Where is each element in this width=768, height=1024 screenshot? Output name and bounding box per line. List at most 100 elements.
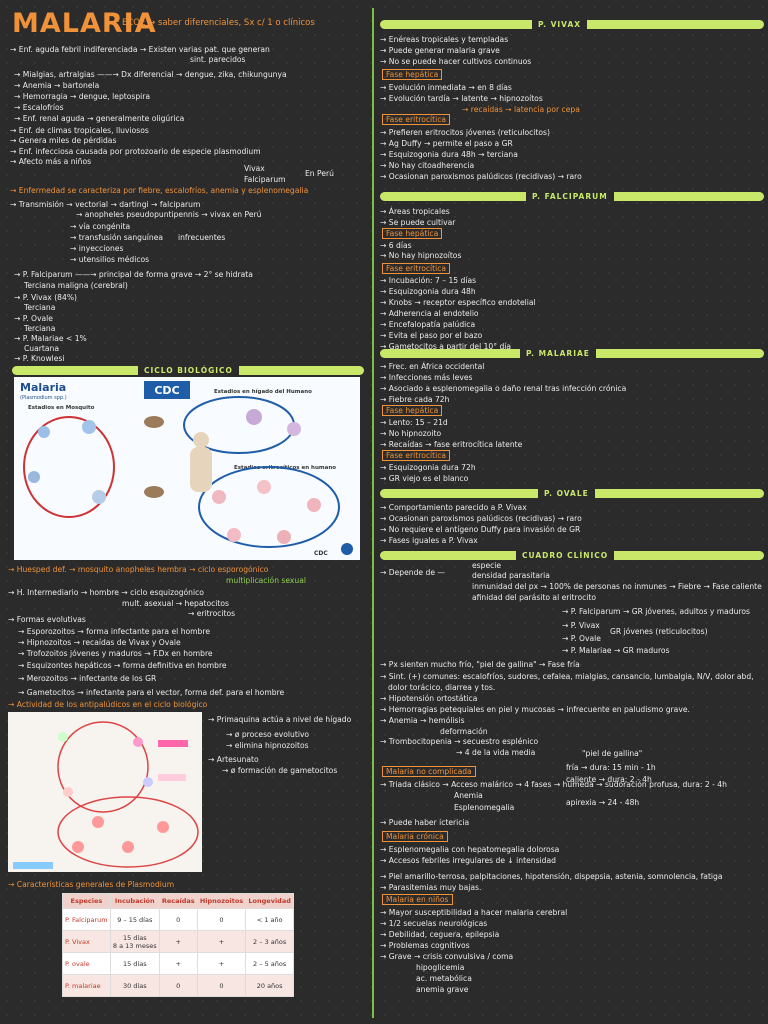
- section-falciparum: P. FALCIPARUM: [380, 192, 764, 201]
- malariae-phase: Fase hepática: [382, 405, 443, 416]
- cuadro-line: → 4 de la vida media: [456, 748, 536, 757]
- transmision-line: → Transmisión → vectorial → dartingi → f…: [10, 200, 201, 209]
- section-ovale: P. OVALE: [380, 489, 764, 498]
- table-header: Recaídas: [158, 893, 198, 909]
- table-cell: 0: [158, 908, 198, 931]
- vivax-line: → No se puede hacer cultivos continuos: [380, 57, 532, 66]
- table-cell: P. Falciparum: [62, 908, 111, 931]
- intro-line: → Enf. aguda febril indiferenciada → Exi…: [10, 45, 270, 54]
- especie-line: → P. Ovale: [14, 314, 53, 323]
- falciparum-line: → Se puede cultivar: [380, 218, 456, 227]
- transmision-line: → vía congénita: [70, 222, 131, 231]
- ciclo-subtitle: (Plasmodium spp.): [20, 395, 67, 401]
- cuadro-line: GR jóvenes (reticulocitos): [610, 627, 708, 636]
- section-vivax: P. VIVAX: [380, 20, 764, 29]
- especie-line: → P. Falciparum ——→ principal de forma g…: [14, 270, 253, 279]
- cuadro-line: → 1/2 secuelas neurológicas: [380, 919, 488, 928]
- cuadro-line: deformación: [440, 727, 488, 736]
- ciclo-note: multiplicación sexual: [226, 576, 306, 585]
- malariae-line: → Asociado a esplenomegalia o daño renal…: [380, 384, 627, 393]
- plasmodium-table: Especies Incubación Recaídas Hipnozoitos…: [62, 893, 294, 997]
- malariae-line: → Lento: 15 – 21d: [380, 418, 448, 427]
- table-cell: P. ovale: [62, 952, 111, 975]
- ciclo-note: → Gametocitos → infectante para el vecto…: [18, 688, 285, 697]
- ciclo-note: → H. Intermediario → hombre → ciclo esqu…: [8, 588, 204, 597]
- malariae-line: → Infecciones más leves: [380, 373, 473, 382]
- table-cell: 2 – 3 años: [245, 930, 294, 953]
- transmision-line: infrecuentes: [178, 233, 226, 242]
- table-cell: 30 días: [109, 974, 160, 997]
- ovale-line: → Fases iguales a P. Vivax: [380, 536, 478, 545]
- cuadro-line: densidad parasitaria: [472, 571, 550, 580]
- cuadro-line: → P. Vivax: [562, 621, 600, 630]
- cuadro-line: → P. Falciparum → GR jóvenes, adultos y …: [562, 607, 751, 616]
- cuadro-line: → Puede haber ictericia: [380, 818, 470, 827]
- transmision-line: → anopheles pseudopuntipennis → vivax en…: [76, 210, 262, 219]
- cuadro-line: → Piel amarillo-terrosa, palpitaciones, …: [380, 872, 723, 881]
- table-cell: P. malariae: [62, 974, 111, 997]
- cuadro-line: afinidad del parásito al eritrocito: [472, 593, 597, 602]
- ciclo-diagram: CDC Malaria (Plasmodium spp.) Estadios e…: [14, 377, 360, 560]
- ciclo-note: → Merozoitos → infectante de los GR: [18, 674, 157, 683]
- especie-line: Cuartana: [24, 344, 59, 353]
- cuadro-line: → P. Ovale: [562, 634, 601, 643]
- especie-line: Terciana maligna (cerebral): [24, 281, 128, 290]
- malariae-line: → No hipnozoito: [380, 429, 442, 438]
- ciclo-note: → Huesped def. → mosquito anopheles hemb…: [8, 565, 269, 574]
- ciclo-note: mult. asexual → hepatocitos: [122, 599, 229, 608]
- column-divider: [372, 8, 374, 1018]
- table-cell: P. Vivax: [62, 930, 111, 953]
- malariae-line: → Fiebre cada 72h: [380, 395, 450, 404]
- cuadro-line: Anemia: [454, 791, 483, 800]
- cuadro-line: → Px sienten mucho frío, "piel de gallin…: [380, 660, 580, 669]
- falciparum-line: → Esquizogonia dura 48h: [380, 287, 476, 296]
- section-malariae: P. MALARIAE: [380, 349, 764, 358]
- transmision-line: → utensilios médicos: [70, 255, 150, 264]
- cuadro-line: inmunidad del px → 100% de personas no i…: [472, 582, 762, 591]
- intro-line: → Anemia → bartonela: [14, 81, 100, 90]
- transmision-line: → transfusión sanguínea: [70, 233, 164, 242]
- page-title: MALARIA: [12, 8, 157, 39]
- table-cell: 9 – 15 días: [109, 908, 160, 931]
- intro-line: En Perú: [305, 169, 334, 178]
- caract-title: → Características generales de Plasmodiu…: [8, 880, 175, 889]
- table-cell: +: [158, 930, 198, 953]
- cuadro-line: → Sint. (+) comunes: escalofríos, sudore…: [380, 672, 754, 681]
- cuadro-line: → Anemia → hemólisis: [380, 716, 465, 725]
- intro-line: → Afecto más a niños: [10, 157, 92, 166]
- table-cell: +: [158, 952, 198, 975]
- vivax-phase: Fase hepática: [382, 69, 443, 80]
- transmision-line: → inyecciones: [70, 244, 124, 253]
- cuadro-line: → Hemorragias petequiales en piel y muco…: [380, 705, 690, 714]
- antipaludicos-diagram: [8, 712, 202, 872]
- cuadro-box: Malaria no complicada: [382, 766, 476, 777]
- vivax-line: → Evolución inmediata → en 8 días: [380, 83, 512, 92]
- falciparum-line: → Evita el paso por el bazo: [380, 331, 483, 340]
- ciclo-note: → Esporozoitos → forma infectante para e…: [18, 627, 210, 636]
- cuadro-line: → Hipotensión ortostática: [380, 694, 478, 703]
- table-row: P. ovale 15 días + + 2 – 5 años: [62, 952, 294, 975]
- cuadro-line: dolor torácico, diarrea y tos.: [388, 683, 496, 692]
- falciparum-line: → 6 días: [380, 241, 412, 250]
- cuadro-line: → Mayor susceptibilidad a hacer malaria …: [380, 908, 568, 917]
- table-cell: < 1 año: [245, 908, 294, 931]
- especie-line: → P. Vivax (84%): [14, 293, 77, 302]
- vivax-phase: Fase eritrocítica: [382, 114, 451, 125]
- especie-line: → P. Knowlesi: [14, 354, 65, 363]
- cuadro-line: "piel de gallina": [582, 749, 643, 758]
- cuadro-line: → Accesos febriles irregulares de ↓ inte…: [380, 856, 556, 865]
- table-header-row: Especies Incubación Recaídas Hipnozoitos…: [62, 893, 294, 909]
- table-row: P. Vivax 15 días 8 a 13 meses + + 2 – 3 …: [62, 930, 294, 953]
- cuadro-box: Malaria en niños: [382, 894, 453, 905]
- page-subtitle: ECOE → saber diferenciales, Sx c/ 1 o cl…: [122, 18, 315, 28]
- falciparum-line: → Adherencia al endotelio: [380, 309, 479, 318]
- ciclo-note: → Formas evolutivas: [8, 615, 86, 624]
- table-cell: 15 días: [109, 952, 160, 975]
- antipal-line: → elimina hipnozoitos: [226, 741, 309, 750]
- cuadro-line: → Problemas cognitivos: [380, 941, 470, 950]
- ciclo-note: → Esquizontes hepáticos → forma definiti…: [18, 661, 227, 670]
- cuadro-line: ac. metabólica: [416, 974, 472, 983]
- antipaludicos-image: [8, 712, 202, 872]
- cuadro-line: → P. Malariae → GR maduros: [562, 646, 670, 655]
- cuadro-box: Malaria crónica: [382, 831, 448, 842]
